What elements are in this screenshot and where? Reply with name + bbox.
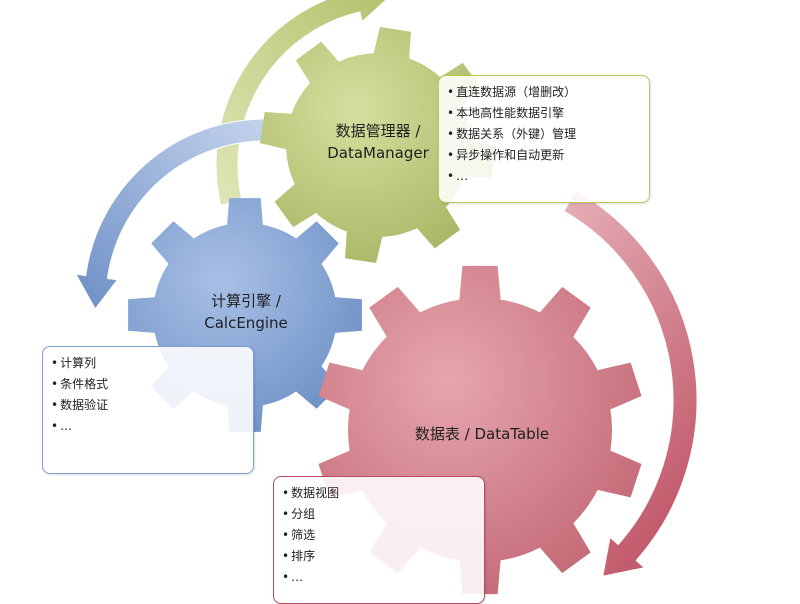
feature-item: … [51, 416, 245, 437]
calc-engine-label-cn: 计算引擎 / [211, 292, 282, 310]
feature-item: 排序 [282, 546, 476, 567]
feature-item: 条件格式 [51, 374, 245, 395]
feature-item: 直连数据源（增删改） [447, 82, 641, 103]
cycle-arrow-blue [74, 118, 282, 310]
data-manager-feature-box: 直连数据源（增删改） 本地高性能数据引擎 数据关系（外键）管理 异步操作和自动更… [438, 75, 650, 203]
data-manager-gear [260, 27, 496, 263]
data-table-feature-box: 数据视图 分组 筛选 排序 … [273, 476, 485, 604]
data-manager-label-en: DataManager [327, 144, 429, 162]
feature-item: 数据关系（外键）管理 [447, 124, 641, 145]
calc-engine-feature-box: 计算列 条件格式 数据验证 … [42, 346, 254, 474]
feature-item: 分组 [282, 504, 476, 525]
cycle-arrow-red [563, 189, 698, 577]
feature-item: 计算列 [51, 353, 245, 374]
feature-item: … [282, 567, 476, 588]
feature-item: 异步操作和自动更新 [447, 145, 641, 166]
feature-item: … [447, 166, 641, 187]
data-manager-label-cn: 数据管理器 / [336, 122, 422, 140]
feature-item: 数据视图 [282, 483, 476, 504]
feature-item: 筛选 [282, 525, 476, 546]
data-table-label: 数据表 / DataTable [415, 425, 549, 443]
feature-item: 数据验证 [51, 395, 245, 416]
feature-item: 本地高性能数据引擎 [447, 103, 641, 124]
calc-engine-label-en: CalcEngine [204, 314, 288, 332]
